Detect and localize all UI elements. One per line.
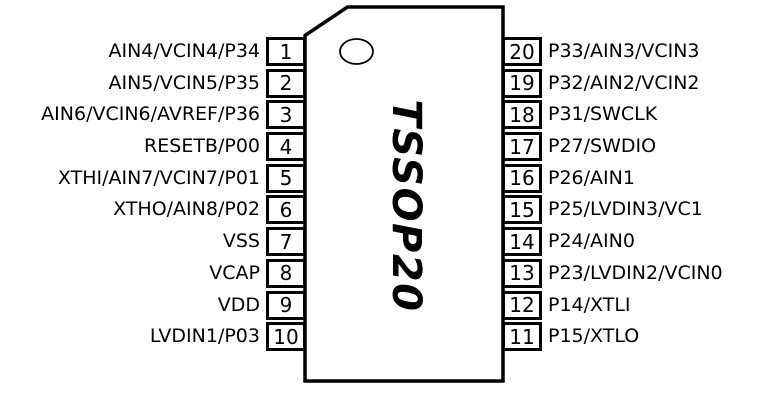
pin-number-box: 8 [266, 258, 306, 288]
pin-number-box: 14 [502, 227, 542, 257]
pin-row-8: VCAP 8 [0, 258, 306, 288]
pin-label: P23/LVDIN2/VCIN0 [548, 261, 723, 284]
pin-number-box: 19 [502, 68, 542, 98]
package-name-label: TSSOP20 [383, 99, 429, 313]
pin-label: XTHI/AIN7/VCIN7/P01 [57, 166, 260, 189]
pin-number-box: 17 [502, 132, 542, 162]
pin-number-box: 18 [502, 100, 542, 130]
pin-label: P32/AIN2/VCIN2 [548, 71, 700, 94]
pin-row-18: 18 P31/SWCLK [502, 100, 768, 130]
pin-row-11: 11 P15/XTLO [502, 322, 768, 352]
pin-row-16: 16 P26/AIN1 [502, 163, 768, 193]
pin-row-20: 20 P33/AIN3/VCIN3 [502, 37, 768, 66]
pin-number-box: 20 [502, 37, 542, 66]
pin-number-box: 13 [502, 258, 542, 288]
pin-number-box: 7 [266, 227, 306, 257]
pin-number-box: 10 [266, 322, 306, 352]
pin-label: P14/XTLI [548, 293, 631, 316]
pin-number-box: 16 [502, 163, 542, 193]
right-pin-column: 20 P33/AIN3/VCIN3 19 P32/AIN2/VCIN2 18 P… [502, 37, 768, 352]
pin-label: P15/XTLO [548, 325, 640, 348]
pin-label: LVDIN1/P03 [149, 325, 260, 348]
pin-number-box: 9 [266, 290, 306, 320]
pin-row-14: 14 P24/AIN0 [502, 227, 768, 257]
pin-label: AIN5/VCIN5/P35 [108, 71, 260, 94]
pin-number-box: 15 [502, 195, 542, 225]
pin-row-7: VSS 7 [0, 227, 306, 257]
pin-number-box: 12 [502, 290, 542, 320]
pin-row-15: 15 P25/LVDIN3/VC1 [502, 195, 768, 225]
pin-number-box: 6 [266, 195, 306, 225]
pin-label: P25/LVDIN3/VC1 [548, 198, 703, 221]
pin-row-10: LVDIN1/P03 10 [0, 322, 306, 352]
pin-label: P33/AIN3/VCIN3 [548, 40, 700, 62]
pin-label: XTHO/AIN8/P02 [113, 198, 260, 221]
pin-label: VSS [222, 230, 260, 253]
pin-row-19: 19 P32/AIN2/VCIN2 [502, 68, 768, 98]
pin-number-box: 4 [266, 132, 306, 162]
pin-label: VDD [217, 293, 260, 316]
pin-label: P31/SWCLK [548, 103, 658, 126]
pin-label: AIN6/VCIN6/AVREF/P36 [41, 103, 260, 126]
pin-row-12: 12 P14/XTLI [502, 290, 768, 320]
pin-label: RESETB/P00 [144, 135, 260, 158]
pin-row-9: VDD 9 [0, 290, 306, 320]
pin-number-box: 2 [266, 68, 306, 98]
pin-number-box: 5 [266, 163, 306, 193]
pin-number-box: 11 [502, 322, 542, 352]
pin-number-box: 3 [266, 100, 306, 130]
pin-row-5: XTHI/AIN7/VCIN7/P01 5 [0, 163, 306, 193]
left-pin-column: AIN4/VCIN4/P34 1 AIN5/VCIN5/P35 2 AIN6/V… [0, 37, 306, 352]
pin-label: P26/AIN1 [548, 166, 635, 189]
pin-label: P24/AIN0 [548, 230, 635, 253]
pin-row-3: AIN6/VCIN6/AVREF/P36 3 [0, 100, 306, 130]
pin-row-4: RESETB/P00 4 [0, 132, 306, 162]
pin1-indicator-dot [339, 38, 374, 65]
pin-row-13: 13 P23/LVDIN2/VCIN0 [502, 258, 768, 288]
pin-label: AIN4/VCIN4/P34 [108, 40, 260, 62]
pin-row-17: 17 P27/SWDIO [502, 132, 768, 162]
pin-label: P27/SWDIO [548, 135, 657, 158]
pin-row-2: AIN5/VCIN5/P35 2 [0, 68, 306, 98]
pin-number-box: 1 [266, 37, 306, 66]
pin-row-1: AIN4/VCIN4/P34 1 [0, 37, 306, 66]
pin-row-6: XTHO/AIN8/P02 6 [0, 195, 306, 225]
pin-label: VCAP [209, 261, 260, 284]
